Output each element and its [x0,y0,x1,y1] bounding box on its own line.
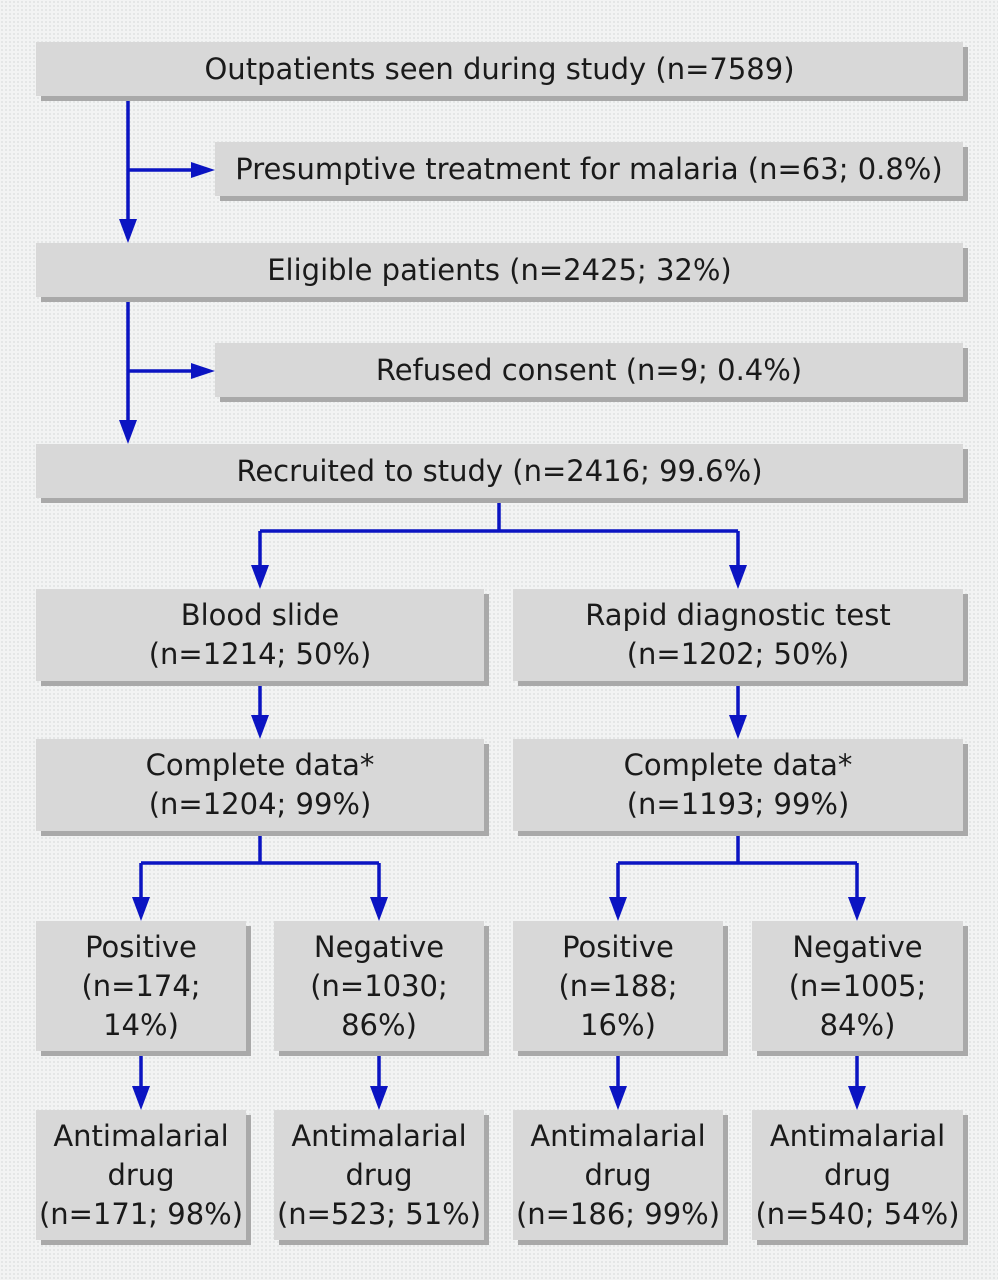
arrow-eligible-to-recruited-head [119,420,137,444]
box-bs-neg-drug-line2: drug [345,1157,413,1192]
box-bs-negative-antimalarial: Antimalarial drug (n=523; 51%) [274,1110,484,1240]
box-rdt-negative-antimalarial: Antimalarial drug (n=540; 54%) [752,1110,963,1240]
box-bs-positive-line1: Positive [85,929,197,964]
box-rdt-line1: Rapid diagnostic test [585,598,891,632]
box-eligible-patients: Eligible patients (n=2425; 32%) [36,243,963,297]
box-recruited-text: Recruited to study (n=2416; 99.6%) [236,453,763,488]
box-bs-negative-line1: Negative [313,929,445,964]
box-presumptive-treatment: Presumptive treatment for malaria (n=63;… [215,142,963,196]
arrow-bs-neg-to-drug-head [370,1086,388,1110]
box-rdt-pos-drug-line2: drug [584,1157,652,1192]
arrow-rdt-neg-to-drug-head [848,1086,866,1110]
box-blood-slide-line2: (n=1214; 50%) [148,637,372,671]
arrow-to-bs-positive-head [132,897,150,921]
box-refused-text: Refused consent (n=9; 0.4%) [375,352,803,387]
box-bs-positive-antimalarial: Antimalarial drug (n=171; 98%) [36,1110,246,1240]
box-bs-complete-line2: (n=1204; 99%) [148,787,372,821]
box-rapid-diagnostic-test: Rapid diagnostic test (n=1202; 50%) [513,589,963,681]
box-rdt-positive-line1: Positive [562,929,674,964]
arrow-bs-to-complete-head [251,715,269,739]
arrow-rdt-pos-to-drug-head [609,1086,627,1110]
box-rdt-neg-drug-line2: drug [823,1157,892,1192]
box-rdt-neg-drug-line3: (n=540; 54%) [755,1196,960,1231]
box-rdt-negative-line2: (n=1005; [788,968,927,1003]
arrow-to-bs-negative-head [370,897,388,921]
arrow-bs-pos-to-drug-head [132,1086,150,1110]
box-bs-positive-line3: 14%) [103,1007,179,1042]
box-bs-pos-drug-line3: (n=171; 98%) [38,1196,244,1231]
box-rdt-pos-drug-line1: Antimalarial [530,1118,706,1153]
box-refused-consent: Refused consent (n=9; 0.4%) [215,343,963,397]
box-bs-negative-line2: (n=1030; [310,968,448,1003]
box-rdt-positive-antimalarial: Antimalarial drug (n=186; 99%) [513,1110,723,1240]
box-rdt-positive-line3: 16%) [580,1007,656,1042]
box-bs-neg-drug-line1: Antimalarial [291,1118,467,1153]
box-bs-neg-drug-line3: (n=523; 51%) [276,1196,482,1231]
box-rdt-complete-line1: Complete data* [623,748,853,782]
box-blood-slide-line1: Blood slide [180,598,340,632]
box-rdt-negative: Negative (n=1005; 84%) [752,921,963,1051]
box-rdt-positive-line2: (n=188; [558,968,678,1003]
arrow-to-rdt-head [729,565,747,589]
box-blood-slide-complete-data: Complete data* (n=1204; 99%) [36,739,484,831]
box-bs-positive-line2: (n=174; [81,968,201,1003]
box-rdt-neg-drug-line1: Antimalarial [769,1118,946,1153]
arrow-to-rdt-negative-head [848,897,866,921]
box-rdt-negative-line3: 84%) [819,1007,896,1042]
box-bs-negative-line3: 86%) [341,1007,417,1042]
box-presumptive-text: Presumptive treatment for malaria (n=63;… [235,151,943,186]
box-bs-complete-line1: Complete data* [145,748,375,782]
box-bs-pos-drug-line1: Antimalarial [53,1118,229,1153]
box-eligible-text: Eligible patients (n=2425; 32%) [267,252,732,287]
box-rdt-positive: Positive (n=188; 16%) [513,921,723,1051]
box-rdt-line2: (n=1202; 50%) [626,637,850,671]
box-rdt-pos-drug-line3: (n=186; 99%) [515,1196,721,1231]
box-rdt-complete-data: Complete data* (n=1193; 99%) [513,739,963,831]
box-rdt-complete-line2: (n=1193; 99%) [626,787,850,821]
arrow-to-blood-slide-head [251,565,269,589]
arrow-outpatients-to-eligible-head [119,219,137,243]
box-recruited: Recruited to study (n=2416; 99.6%) [36,444,963,498]
box-outpatients: Outpatients seen during study (n=7589) [36,42,963,96]
box-bs-positive: Positive (n=174; 14%) [36,921,246,1051]
arrow-to-refused-head [191,363,215,379]
box-blood-slide: Blood slide (n=1214; 50%) [36,589,484,681]
arrow-to-rdt-positive-head [609,897,627,921]
box-bs-negative: Negative (n=1030; 86%) [274,921,484,1051]
arrow-to-presumptive-head [191,162,215,178]
box-rdt-negative-line1: Negative [792,929,923,964]
arrow-rdt-to-complete-head [729,715,747,739]
box-bs-pos-drug-line2: drug [107,1157,175,1192]
box-outpatients-text: Outpatients seen during study (n=7589) [204,51,795,86]
